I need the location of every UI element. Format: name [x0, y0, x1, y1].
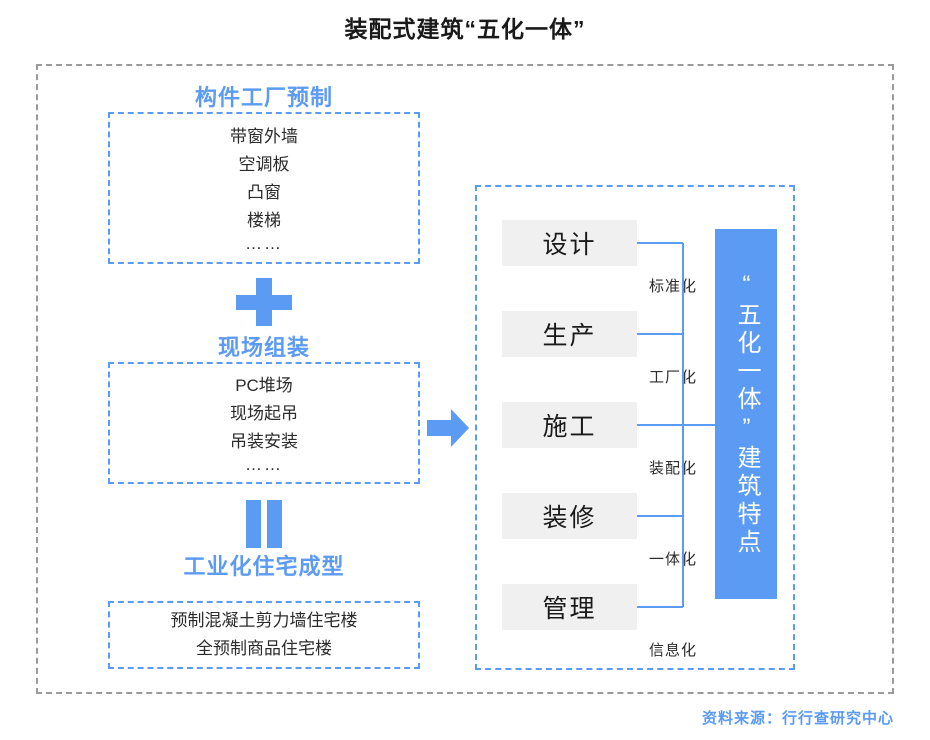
source-note: 资料来源：行行查研究中心: [701, 710, 894, 727]
phase-label-management: 信息化: [648, 642, 697, 659]
stage-item: 吊装安装: [230, 431, 298, 451]
stage-item-ellipsis: ……: [245, 233, 283, 253]
phase-label-decoration: 一体化: [648, 551, 697, 568]
stage-item: 现场起吊: [230, 403, 298, 423]
stage-item: 预制混凝土剪力墙住宅楼: [170, 610, 358, 630]
arrow-right-icon: [425, 405, 471, 451]
bracket-connector: [637, 242, 715, 608]
stage-item: 空调板: [238, 154, 290, 174]
outer-dashed-frame: [36, 64, 894, 694]
plus-operator-icon: [236, 278, 292, 326]
callout-five-in-one: “五化一体”建筑特点: [715, 229, 777, 599]
stage-item: 楼梯: [247, 210, 281, 230]
plus-vertical-bar: [256, 278, 272, 326]
stage-item: 全预制商品住宅楼: [196, 639, 332, 658]
stage-box-result: 预制混凝土剪力墙住宅楼 全预制商品住宅楼: [108, 601, 420, 669]
stage-item-ellipsis: ……: [245, 454, 283, 474]
equals-bar-left: [246, 500, 261, 548]
stage-heading-result: 工业化住宅成型: [183, 554, 345, 579]
page-title: 装配式建筑“五化一体”: [344, 16, 586, 42]
phase-box-production: 生产: [502, 311, 637, 357]
stage-heading-onsite: 现场组装: [217, 335, 310, 360]
phase-box-design: 设计: [502, 220, 637, 266]
stage-heading-prefab: 构件工厂预制: [194, 85, 333, 110]
phase-label-design: 标准化: [648, 278, 697, 295]
phase-label-production: 工厂化: [648, 369, 697, 386]
stage-item: 带窗外墙: [230, 126, 298, 146]
phase-label-construction: 装配化: [648, 460, 697, 477]
equals-bar-right: [267, 500, 282, 548]
stage-item: PC堆场: [235, 375, 293, 395]
phase-box-management: 管理: [502, 584, 637, 630]
equals-operator-icon: [243, 500, 285, 548]
right-dashed-panel: 设计 标准化 生产 工厂化 施工 装配化 装修 一体化 管理 信息化 “五化一体…: [475, 185, 795, 670]
stage-item: 凸窗: [247, 182, 281, 202]
phase-box-construction: 施工: [502, 402, 637, 448]
stage-box-prefab: 带窗外墙 空调板 凸窗 楼梯 ……: [108, 112, 420, 264]
stage-box-onsite: PC堆场 现场起吊 吊装安装 ……: [108, 362, 420, 484]
phase-box-decoration: 装修: [502, 493, 637, 539]
